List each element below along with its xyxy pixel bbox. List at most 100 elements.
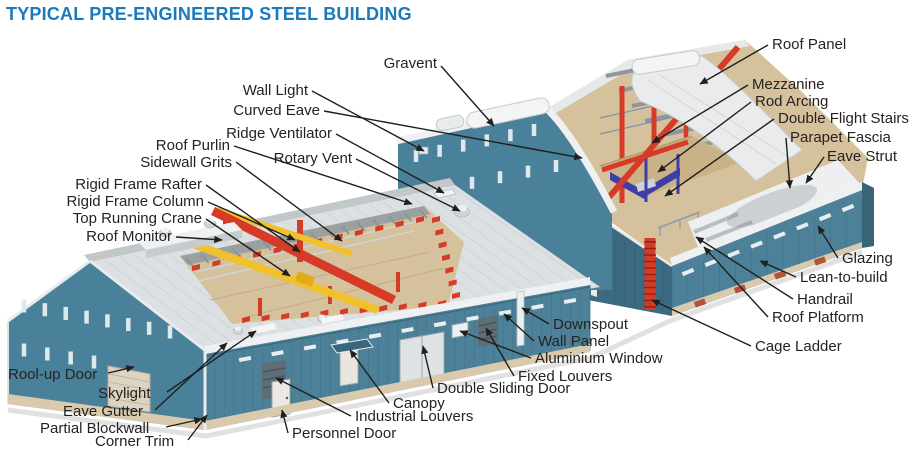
- leader-downspout: [521, 307, 550, 325]
- leader-rool-up-door: [107, 365, 135, 374]
- leader-rigid-frame-column: [207, 201, 296, 241]
- cage-ladder-rungs: [644, 241, 656, 308]
- label-mezzanine: Mezzanine: [752, 76, 825, 93]
- label-curved-eave: Curved Eave: [233, 102, 320, 119]
- crane-trolley: [294, 271, 316, 287]
- label-double-sliding-door: Double Sliding Door: [437, 380, 571, 397]
- rigid-frame-rafter-main: [211, 206, 396, 305]
- leader-wall-panel: [503, 313, 535, 342]
- leader-skylight: [166, 330, 257, 393]
- label-ridge-ventilator: Ridge Ventilator: [226, 125, 332, 142]
- leader-ridge-ventilator: [335, 133, 445, 194]
- roof-panel-shape: [631, 55, 803, 182]
- label-rod-arcing: Rod Arcing: [755, 93, 829, 110]
- leader-lean-to-build: [759, 260, 797, 278]
- leader-partial-blockwall: [165, 417, 203, 428]
- glazing-windows: [681, 203, 855, 277]
- leader-roof-monitor: [175, 235, 223, 244]
- label-rigid-frame-rafter: Rigid Frame Rafter: [75, 176, 202, 193]
- eave-gutter-band: [205, 277, 590, 354]
- floor-line: [209, 251, 431, 301]
- label-eave-gutter: Eave Gutter: [63, 403, 144, 420]
- top-running-crane-shape: [188, 239, 380, 314]
- label-top-running-crane: Top Running Crane: [72, 210, 202, 227]
- label-sidewall-grits: Sidewall Grits: [140, 154, 232, 171]
- leader-gravent: [440, 65, 495, 127]
- leader-curved-eave: [323, 110, 583, 161]
- ridge-ventilator-shape: [433, 188, 457, 199]
- gravent-cylinder-small: [435, 114, 465, 132]
- roof-platform-shape: [688, 160, 862, 252]
- label-corner-trim: Corner Trim: [95, 433, 175, 450]
- leader-roof-purlin: [233, 145, 413, 206]
- leader-double-flight-stairs: [664, 118, 775, 197]
- label-fixed-louvers: Fixed Louvers: [518, 368, 613, 385]
- label-eave-strut: Eave Strut: [827, 148, 898, 165]
- leader-glazing: [817, 225, 839, 259]
- label-glazing: Glazing: [842, 250, 893, 267]
- ground-shadow: [7, 249, 863, 439]
- leader-eave-strut: [805, 156, 825, 184]
- label-rigid-frame-column: Rigid Frame Column: [66, 193, 204, 210]
- leader-rotary-vent: [355, 158, 461, 212]
- roll-up-door-shape: [107, 365, 151, 413]
- page-title: TYPICAL PRE-ENGINEERED STEEL BUILDING: [6, 4, 412, 24]
- label-personnel-door: Personnel Door: [292, 425, 397, 442]
- label-skylight: Skylight: [98, 385, 151, 402]
- label-downspout: Downspout: [553, 316, 629, 333]
- leader-fixed-louvers: [485, 327, 515, 377]
- gable-windows: [21, 299, 173, 369]
- gable-end-wall: [8, 262, 205, 430]
- parapet-fascia-shape: [670, 182, 862, 266]
- building-end-sliver: [862, 182, 874, 248]
- roof-streak: [647, 79, 777, 165]
- double-sliding-door-shape: [399, 331, 445, 385]
- label-handrail: Handrail: [797, 291, 853, 308]
- label-roof-platform: Roof Platform: [772, 309, 864, 326]
- leader-handrail: [695, 236, 794, 300]
- leader-parapet-fascia: [785, 137, 794, 189]
- leader-rod-arcing: [657, 101, 752, 173]
- ridge-vent-cylinder: [631, 50, 701, 75]
- leader-mezzanine: [651, 84, 749, 144]
- leader-personnel-door: [280, 409, 289, 434]
- leader-top-running-crane: [205, 218, 291, 277]
- canopy-shape: [330, 338, 374, 354]
- label-roof-monitor: Roof Monitor: [86, 228, 172, 245]
- leader-sidewall-grits: [235, 161, 343, 242]
- rotary-vents: [158, 205, 470, 335]
- double-flight-stairs-shape: [610, 152, 680, 202]
- skylight-shape: [250, 323, 277, 334]
- leader-roof-panel: [699, 44, 769, 85]
- crane-runway-beam: [217, 207, 353, 257]
- label-canopy: Canopy: [393, 395, 445, 412]
- roof-monitor-top: [138, 222, 242, 250]
- leader-roof-platform: [703, 246, 769, 318]
- front-blockwall: [205, 344, 590, 430]
- label-parapet-fascia: Parapet Fascia: [790, 129, 891, 146]
- leader-rigid-frame-rafter: [205, 184, 301, 253]
- label-double-flight-stairs: Double Flight Stairs: [778, 110, 909, 127]
- roof-streak: [657, 73, 791, 159]
- label-aluminium-window: Aluminium Window: [535, 350, 663, 367]
- label-wall-panel: Wall Panel: [538, 333, 610, 350]
- leader-eave-gutter: [154, 342, 228, 411]
- label-roof-panel: Roof Panel: [772, 36, 847, 53]
- roof-shadow: [726, 184, 818, 228]
- leader-cage-ladder: [651, 299, 752, 347]
- leader-double-sliding-door: [421, 345, 434, 389]
- label-cage-ladder: Cage Ladder: [755, 338, 842, 355]
- eave-gutter-shape: [89, 259, 207, 353]
- sidewall-girt: [599, 113, 687, 135]
- downspout-shape: [516, 290, 525, 347]
- label-wall-light: Wall Light: [242, 82, 308, 99]
- cutaway-roof-lip: [548, 40, 750, 113]
- label-gravent: Gravent: [383, 55, 437, 72]
- floor-line: [249, 267, 446, 317]
- wall-louver-patches: [693, 256, 827, 308]
- label-partial-blockwall: Partial Blockwall: [40, 420, 150, 437]
- mezzanine-floor: [600, 136, 742, 196]
- leader-industrial-louvers: [275, 377, 352, 417]
